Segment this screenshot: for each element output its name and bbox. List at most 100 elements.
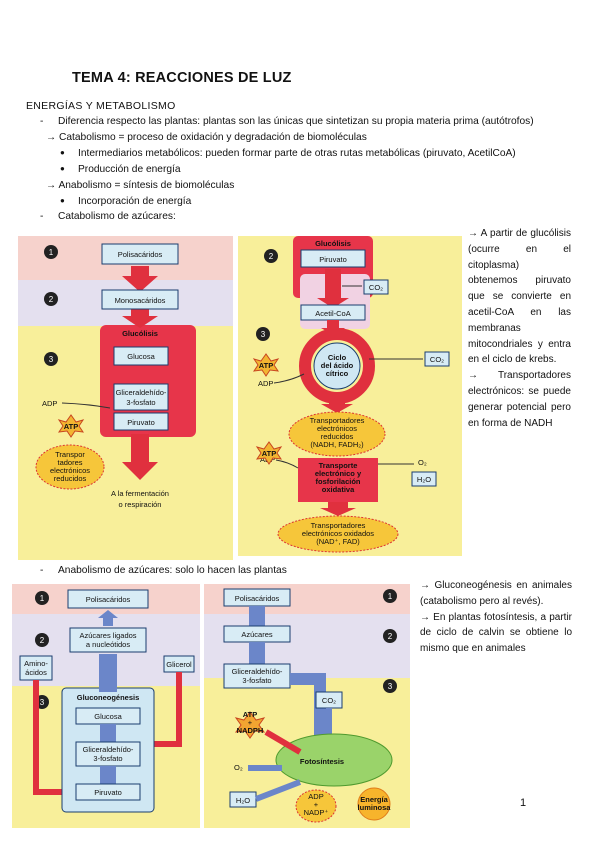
glucolisis-label: Glucólisis [122,329,158,338]
bullet-autotrofos: Diferencia respecto las plantas: plantas… [58,116,534,127]
respiracion-label: o respiración [119,500,162,509]
arrow-shaft [100,724,116,742]
arrow-shaft [99,654,117,692]
co2-label-2: CO₂ [430,355,444,364]
azucares-label-2: a nucleótidos [86,640,130,649]
atp-label: ATP [64,422,78,431]
co2-box-2 [424,351,450,367]
step-1-marker [35,591,49,605]
transportadores-reducidos-shape [35,444,105,490]
citric-cycle-center [313,342,361,390]
h2o-box [229,791,257,808]
aminoacidos-box [19,655,53,681]
co2-label: CO₂ [369,283,383,292]
adp-label: ADP [308,792,323,801]
step-1-number: 1 [40,594,45,603]
gliceraldehido-label: Gliceraldehído- [116,388,167,397]
section-heading: ENERGÍAS Y METABOLISMO [26,100,176,112]
amino-label-1: Amino- [24,659,48,668]
atp-plus-label: + [248,718,253,727]
step-2-number: 2 [40,636,45,645]
anabolismo-item-1: Incorporación de energía [78,196,192,207]
glucosa-box [113,346,169,366]
page-title: TEMA 4: REACCIONES DE LUZ [72,70,292,86]
transportadores-label-3: electrónicos [50,466,90,475]
note-gluconeogenesis: → Gluconeogénesis en animales (catabolis… [420,580,572,607]
fosfato-label: 3-fosfato [126,398,155,407]
tr-label-3: reducidos [321,432,354,441]
transportadores-label-2: tadores [57,458,82,467]
light-energy-sun [357,787,391,821]
atp-arrow [264,729,302,755]
bullet-anabolismo-azucares: Anabolismo de azúcares: solo lo hacen la… [58,565,287,576]
arrow-shaft [249,642,265,664]
tr-label-4: (NADH, FADH₂) [310,440,364,449]
glicerol-label: Glicerol [166,660,192,669]
o2-label: O₂ [234,763,243,772]
azucares-label: Azúcares [241,630,273,639]
piruvato-label: Piruvato [94,788,122,797]
step-3-number: 3 [40,698,45,707]
ciclo-label-1: Ciclo [328,353,347,362]
gliceraldehido-box [223,663,291,689]
piruvato-label: Piruvato [127,418,155,427]
catabolismo-item-1: Intermediarios metabólicos: pueden forma… [78,148,516,159]
note-transportadores: → Transportadores electrónicos: se puede… [468,370,571,429]
azucares-nucleotidos-box [69,627,147,653]
atp-burst [252,353,280,377]
step-2-marker [264,249,278,263]
note-fotosintesis: → En plantas fotosíntesis, a partir de c… [420,611,572,655]
fermentacion-label: A la fermentación [111,489,169,498]
amino-label-2: ácidos [25,668,47,677]
step-2-marker [35,633,49,647]
sidebar-notes-catabolism: → A partir de glucólisis (ocurre en el c… [468,226,571,431]
gliceraldehido-box [75,741,141,767]
step-2-number: 2 [49,295,54,304]
step-3-marker [44,352,58,366]
arrow [321,396,353,413]
anabolismo-line: → Anabolismo = síntesis de biomoléculas [46,180,235,191]
gli-label-2: 3-fosfato [242,676,271,685]
step-3-marker [256,327,270,341]
step-2-marker [383,629,397,643]
to-label-2: electrónicos oxidados [302,529,374,538]
gliceraldehido-box [113,383,169,411]
step-3-number: 3 [388,682,393,691]
atp-burst [57,414,85,438]
co2-box [363,279,389,295]
te-label-2: electrónico y [315,469,362,478]
step-2-marker [44,292,58,306]
sidebar-notes-anabolism: → Gluconeogénesis en animales (catabolis… [420,578,572,657]
polisacaridos-label: Polisacáridos [235,594,280,603]
figure-photosynthesis: 1 2 3 Polisacáridos Azúcares Gliceraldeh… [204,584,410,828]
step-3-number: 3 [49,355,54,364]
te-label-4: oxidativa [322,485,355,494]
adp-plus-label: + [314,800,319,809]
adp-arrow-2 [275,459,299,469]
energia-label-1: Energía [360,795,388,804]
piruvato-box [300,249,366,268]
bullet-catabolismo-azucares: Catabolismo de azúcares: [58,211,176,222]
ciclo-label-3: cítrico [326,369,349,378]
bullet-dash: - [40,565,44,576]
arrow-up [98,610,118,626]
piruvato-box [75,783,141,801]
dot-icon: ● [60,148,65,157]
tr-label-1: Transportadores [310,416,365,425]
adp-arrow [273,373,305,384]
glicerol-arrow [148,672,182,747]
arrow [122,266,158,292]
polisacaridos-box [67,589,149,609]
glucolisis-label: Glucólisis [315,239,351,248]
h2o-arrow [254,779,302,802]
transportadores-reducidos-shape [288,411,386,457]
gli-label-1: Gliceraldehído- [232,667,283,676]
to-label-3: (NAD⁺, FAD) [316,537,360,546]
transportadores-label-1: Transpor [55,450,85,459]
step-2-number: 2 [269,252,274,261]
arrow [122,434,158,480]
o2-label: O₂ [418,458,427,467]
glucosa-label: Glucosa [127,352,155,361]
arrow-shaft [100,766,116,784]
step-3-number: 3 [261,330,266,339]
